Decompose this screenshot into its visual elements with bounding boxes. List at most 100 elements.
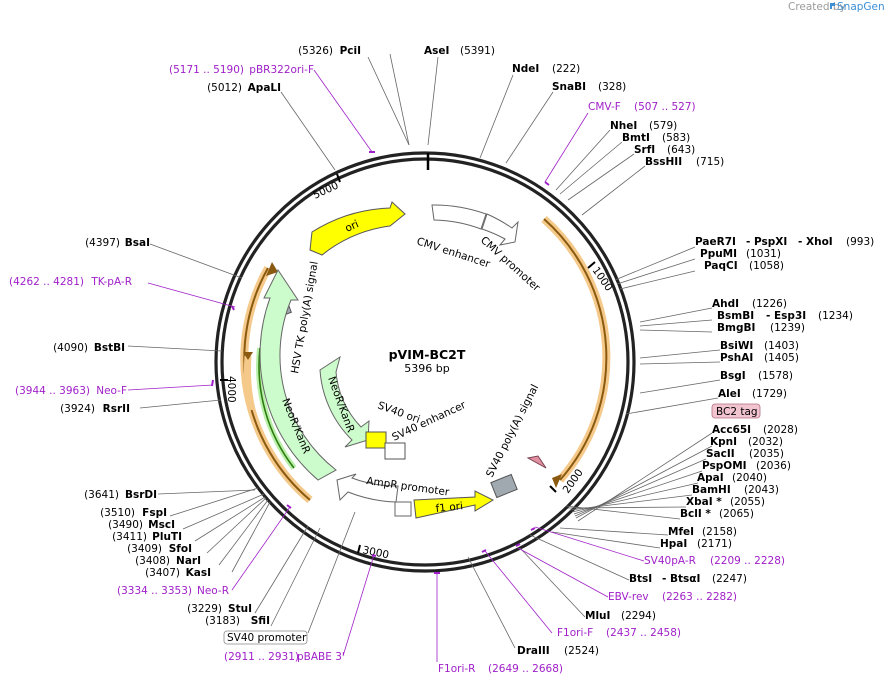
- tick-4000: 4000: [225, 376, 237, 403]
- site-apai-pos: (2040): [732, 472, 767, 484]
- site-alei[interactable]: AleI: [718, 388, 741, 400]
- site-bsshii-pos: (715): [696, 156, 724, 168]
- tick-3000: 3000: [361, 544, 390, 561]
- primer-neor[interactable]: Neo-R: [197, 585, 229, 597]
- site-bmgbi[interactable]: BmgBI: [717, 322, 755, 334]
- cmv-sv40-bar[interactable]: [541, 216, 611, 483]
- site-fspi[interactable]: FspI: [142, 507, 167, 519]
- sv40-promoter-box[interactable]: [223, 630, 308, 645]
- site-stui[interactable]: StuI: [228, 603, 252, 615]
- bc2-tag-box[interactable]: [711, 403, 761, 419]
- site-bsiwi-pos: (1403): [764, 340, 799, 352]
- site-mfei-pos: (2158): [702, 526, 737, 538]
- site-xbai[interactable]: XbaI *: [686, 496, 722, 508]
- neo-outer-arrow[interactable]: [259, 269, 337, 481]
- site-apai[interactable]: ApaI: [697, 472, 724, 484]
- site-pspomi[interactable]: PspOMI: [702, 460, 747, 472]
- primer-f1orif[interactable]: F1ori-F: [557, 627, 593, 639]
- site-bsiwi[interactable]: BsiWI: [720, 340, 753, 352]
- site-asei[interactable]: AseI: [424, 45, 449, 57]
- f1-ori-arrow[interactable]: [413, 490, 495, 519]
- site-snabi[interactable]: SnaBI: [552, 81, 586, 93]
- site-paqci[interactable]: PaqCI: [704, 260, 738, 272]
- site-draiii[interactable]: DraIII: [517, 645, 550, 657]
- site-mfei[interactable]: MfeI: [668, 526, 694, 538]
- primer-neor-pos: (3334 .. 3353): [117, 585, 192, 597]
- sv40-polya-box[interactable]: [490, 473, 518, 499]
- brand-text: SnapGene: [837, 1, 885, 13]
- site-sacii[interactable]: SacII: [706, 448, 735, 460]
- site-pcii[interactable]: PciI: [340, 45, 361, 57]
- site-srfi[interactable]: SrfI: [634, 144, 655, 156]
- primer-ebvrev[interactable]: EBV-rev: [608, 591, 649, 603]
- cmv-enhancer-arrow[interactable]: [431, 204, 487, 230]
- site-xbai-pos: (2055): [730, 496, 765, 508]
- ampr-box[interactable]: [394, 501, 412, 517]
- site-hpai-pos: (2171): [697, 538, 732, 550]
- site-bsrdi-pos: (3641): [84, 489, 119, 501]
- sv40-enh-box[interactable]: [384, 442, 406, 460]
- primer-leader-lines: [127, 69, 645, 662]
- site-acc65i[interactable]: Acc65I: [712, 424, 751, 436]
- primer-neof[interactable]: Neo-F: [96, 385, 127, 397]
- site-sacii-pos: (2035): [749, 448, 784, 460]
- site-kpni[interactable]: KpnI: [710, 436, 737, 448]
- site-bsmbi[interactable]: BsmBI: [717, 310, 754, 322]
- site-sfii[interactable]: SfiI: [251, 615, 270, 627]
- site-nhei[interactable]: NheI: [610, 120, 637, 132]
- small-orange-bar[interactable]: [243, 355, 256, 411]
- site-esp3i[interactable]: - Esp3I: [766, 310, 806, 322]
- leader-lines: [127, 53, 721, 649]
- site-rsrii[interactable]: RsrII: [103, 403, 130, 415]
- site-pcii-pos: (5326): [298, 45, 333, 57]
- site-bcli[interactable]: BclI *: [680, 508, 711, 520]
- cmv-promoter-arrow[interactable]: [481, 213, 519, 246]
- sv40-ori-box[interactable]: [365, 431, 387, 449]
- site-ndei[interactable]: NdeI: [512, 63, 539, 75]
- site-hpai[interactable]: HpaI: [660, 538, 687, 550]
- neo-inner-arrow[interactable]: [319, 355, 370, 448]
- site-xhoi[interactable]: - XhoI: [798, 236, 833, 248]
- site-msci[interactable]: MscI: [148, 519, 175, 531]
- site-bsai[interactable]: BsaI: [125, 237, 150, 249]
- site-bsgi-pos: (1578): [758, 370, 793, 382]
- site-paer7i[interactable]: PaeR7I: [695, 236, 736, 248]
- site-bsgi[interactable]: BsgI: [720, 370, 746, 382]
- hsv-neo-arrowhead: [266, 262, 278, 276]
- primer-tkpar[interactable]: TK-pA-R: [90, 276, 132, 288]
- site-ppumi[interactable]: PpuMI: [700, 248, 737, 260]
- primer-cmvf[interactable]: CMV-F: [588, 101, 621, 113]
- right-lower-labels: Acc65I (2028) KpnI (2032) SacII (2035) P…: [438, 424, 798, 675]
- site-btsi[interactable]: BtsI: [629, 573, 652, 585]
- site-kasi[interactable]: KasI: [186, 567, 211, 579]
- site-pluti[interactable]: PluTI: [152, 531, 182, 543]
- primer-pbr322[interactable]: pBR322ori-F: [249, 64, 314, 76]
- site-nari[interactable]: NarI: [176, 555, 201, 567]
- site-bsshii[interactable]: BssHII: [645, 156, 682, 168]
- site-bamhi[interactable]: BamHI: [692, 484, 731, 496]
- site-sfii-pos: (3183): [205, 615, 240, 627]
- site-bstbi[interactable]: BstBI: [94, 342, 125, 354]
- site-sfoi[interactable]: SfoI: [169, 543, 192, 555]
- primer-f1orir[interactable]: F1ori-R: [438, 663, 475, 675]
- site-btsai[interactable]: - BtsαI: [662, 573, 700, 585]
- site-bsrdi[interactable]: BsrDI: [125, 489, 157, 501]
- site-kasi-pos: (3407): [145, 567, 180, 579]
- site-pluti-pos: (3411): [112, 531, 147, 543]
- hsv-tk-label: HSV TK poly(A) signal: [289, 260, 321, 374]
- site-bmti[interactable]: BmtI: [622, 132, 650, 144]
- ampr-arrow[interactable]: [336, 473, 399, 503]
- primer-sv40par[interactable]: SV40pA-R: [644, 555, 696, 567]
- site-ahdi[interactable]: AhdI: [712, 298, 739, 310]
- primer-pbabe[interactable]: pBABE 3': [297, 651, 345, 663]
- site-pspxi[interactable]: - PspXI: [746, 236, 787, 248]
- site-apali[interactable]: ApaLI: [248, 82, 281, 94]
- bc2-tag-marker[interactable]: [526, 455, 547, 469]
- site-ppumi-pos: (1031): [746, 248, 781, 260]
- site-ahdi-pos: (1226): [752, 298, 787, 310]
- ori-arrow[interactable]: [309, 201, 406, 256]
- site-asei-pos: (5391): [460, 45, 495, 57]
- site-mlui[interactable]: MluI: [585, 610, 610, 622]
- site-pshai[interactable]: PshAI: [720, 352, 753, 364]
